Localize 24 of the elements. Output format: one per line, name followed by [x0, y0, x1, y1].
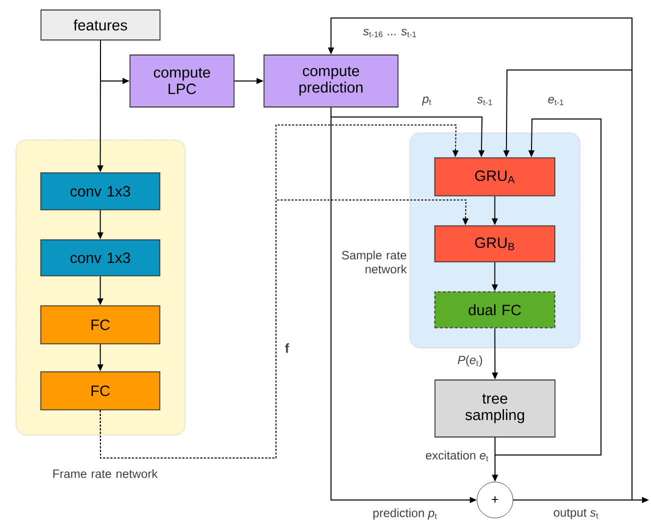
arrow [100, 200, 469, 458]
layer-box: FC [40, 371, 160, 410]
layer-box: conv 1x3 [40, 239, 160, 276]
arrow [494, 118, 602, 456]
edge-label: prediction p$_{t}$ [372, 507, 438, 521]
edge-label: P(e$_{t}$) [456, 354, 484, 368]
layer-box: dual FC [434, 291, 556, 328]
process-box: tree sampling [434, 380, 556, 438]
process-box: compute LPC [130, 54, 234, 108]
edge-label: s$_{t-1}$ [476, 96, 494, 106]
input-box: features [40, 10, 160, 40]
layer-box: FC [40, 305, 160, 344]
layer-box: GRU$_{A}$ [434, 157, 556, 196]
process-box: compute prediction [264, 54, 398, 108]
edge-label: output s$_{t}$ [552, 508, 600, 520]
edge-label: e$_{t-1}$ [546, 96, 566, 106]
layer-box: conv 1x3 [40, 172, 160, 210]
panel-label: Sample rate network [342, 250, 407, 274]
edge-label: f [284, 342, 290, 354]
edge-label: p$_{t}$ [421, 96, 433, 106]
edge-label: s$_{t-16}$ ... s$_{t-1}$ [362, 28, 418, 38]
layer-box: GRU$_{B}$ [434, 225, 556, 262]
edge-label: excitation e$_{t}$ [424, 450, 490, 462]
panel-label: Frame rate network [53, 469, 158, 478]
